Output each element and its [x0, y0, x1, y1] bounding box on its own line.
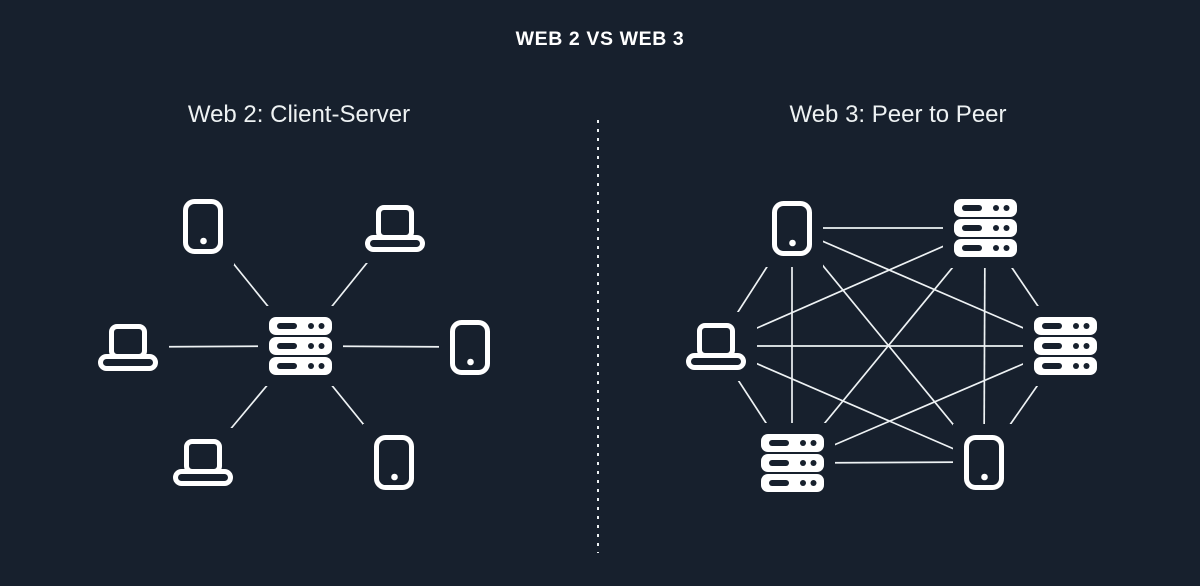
web3-edge-phone-top-left-server-right — [791, 227, 1066, 347]
web2-node-phone-right — [439, 308, 501, 386]
server-icon — [1033, 317, 1097, 375]
web2-node-hub-server — [257, 306, 343, 386]
dotted-divider-line — [597, 120, 599, 553]
web3-edge-server-top-right-laptop-left — [715, 227, 986, 347]
web2-node-laptop-left — [87, 312, 169, 382]
web3-node-phone-bottom-right — [953, 423, 1015, 501]
server-icon — [760, 434, 824, 492]
web2-heading: Web 2: Client-Server — [187, 101, 411, 128]
smartphone-icon — [772, 200, 812, 256]
web2-node-laptop-top-right — [354, 193, 436, 263]
smartphone-icon — [183, 198, 223, 254]
web3-heading: Web 3: Peer to Peer — [789, 101, 1007, 128]
laptop-icon — [173, 438, 233, 486]
laptop-icon — [686, 322, 746, 370]
web2-node-phone-bottom-right — [363, 423, 425, 501]
laptop-icon — [98, 323, 158, 371]
web3-node-laptop-left — [675, 311, 757, 381]
server-icon — [953, 199, 1017, 257]
web3-edge-laptop-left-phone-bottom-right — [715, 345, 985, 463]
web2-node-laptop-bottom-left — [162, 427, 244, 497]
page-title: WEB 2 VS WEB 3 — [515, 28, 685, 50]
web3-edge-server-right-server-bottom-left — [791, 345, 1066, 464]
smartphone-icon — [450, 319, 490, 375]
web3-node-server-top-right — [942, 188, 1028, 268]
web3-node-server-right — [1022, 306, 1108, 386]
web2-node-phone-top-left — [172, 187, 234, 265]
smartphone-icon — [964, 434, 1004, 490]
laptop-icon — [365, 204, 425, 252]
server-icon — [268, 317, 332, 375]
web3-node-server-bottom-left — [749, 423, 835, 503]
smartphone-icon — [374, 434, 414, 490]
web3-node-phone-top-left — [761, 189, 823, 267]
